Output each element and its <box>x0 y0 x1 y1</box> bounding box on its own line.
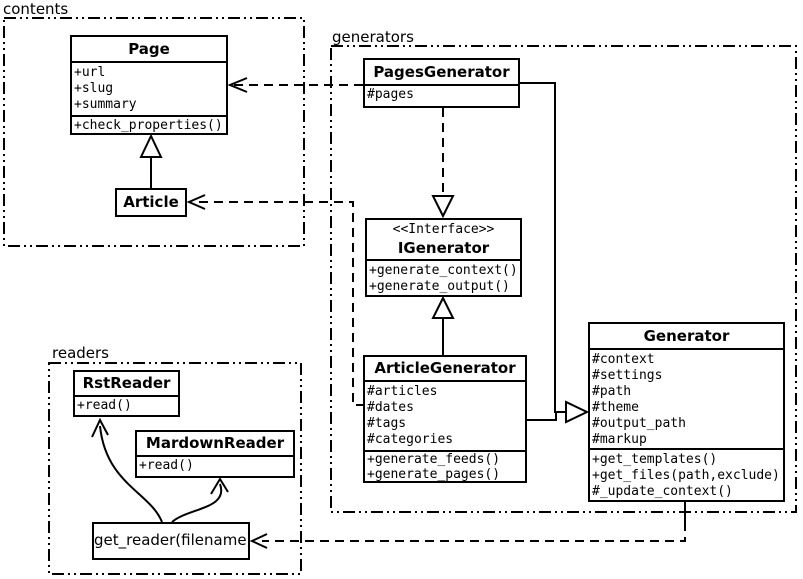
edge-articlegenerator-depends-article <box>186 194 365 406</box>
class-articlegenerator-attributes: #articles #dates #tags #categories <box>365 380 525 450</box>
method: +read() <box>77 398 132 413</box>
method: #_update_context() <box>592 484 733 499</box>
class-rstreader: RstReader +read() <box>73 370 180 417</box>
class-rstreader-methods: +read() <box>75 395 178 415</box>
edge-pagesgenerator-realizes-igenerator <box>431 108 455 219</box>
method: +generate_context() <box>369 263 518 278</box>
class-mardownreader-methods: +read() <box>137 455 293 476</box>
attribute: #settings <box>592 368 663 383</box>
class-igenerator-stereotype: <<Interface>> <box>392 222 495 237</box>
class-articlegenerator: ArticleGenerator #articles #dates #tags … <box>363 355 527 483</box>
attribute: #output_path <box>592 416 686 431</box>
class-generator-attributes: #context #settings #path #theme #output_… <box>590 348 783 448</box>
attribute: +slug <box>74 81 114 96</box>
attribute: +summary <box>74 97 137 112</box>
class-generator: Generator #context #settings #path #them… <box>588 322 785 502</box>
attribute: #context <box>592 352 655 367</box>
contents-package-label: contents <box>1 0 71 18</box>
method: +generate_feeds() <box>367 452 501 467</box>
class-pagesgenerator-title: PagesGenerator <box>373 63 510 81</box>
class-article-title: Article <box>123 193 179 211</box>
class-articlegenerator-title: ArticleGenerator <box>374 359 516 377</box>
method: +generate_output() <box>369 279 510 294</box>
generators-package-label: generators <box>330 28 416 46</box>
class-page-methods: +check_properties() <box>72 115 226 133</box>
attribute: #theme <box>592 400 639 415</box>
class-pagesgenerator: PagesGenerator #pages <box>363 58 520 108</box>
edge-getreader-to-mardownreader <box>171 477 229 523</box>
attribute: #markup <box>592 432 647 447</box>
readers-package-border <box>48 362 302 575</box>
edge-getreader-to-rstreader <box>91 417 163 523</box>
attribute: #categories <box>367 432 454 447</box>
class-mardownreader-title: MardownReader <box>145 434 285 452</box>
class-generator-title: Generator <box>643 327 730 345</box>
function-get-reader: get_reader(filename) <box>92 522 250 560</box>
class-rstreader-title: RstReader <box>82 374 171 392</box>
readers-package-label: readers <box>50 344 111 362</box>
class-generator-methods: +get_templates() +get_files(path,exclude… <box>590 448 783 500</box>
attribute: #tags <box>367 416 407 431</box>
method: +get_templates() <box>592 452 718 467</box>
edge-generator-depends-getreader <box>249 502 686 549</box>
class-pagesgenerator-attributes: #pages <box>365 84 518 106</box>
class-mardownreader: MardownReader +read() <box>135 430 295 478</box>
class-articlegenerator-methods: +generate_feeds() +generate_pages() <box>365 450 525 482</box>
class-igenerator-methods: +generate_context() +generate_output() <box>367 259 520 295</box>
method: +generate_pages() <box>367 467 501 482</box>
contents-package-border <box>3 17 305 247</box>
method: +check_properties() <box>74 118 223 133</box>
class-igenerator-header: <<Interface>> IGenerator <box>367 220 520 259</box>
class-article: Article <box>115 188 187 217</box>
attribute: #path <box>592 384 632 399</box>
generators-package-border <box>330 45 797 513</box>
class-page-attributes: +url +slug +summary <box>72 61 226 115</box>
class-igenerator-title: IGenerator <box>397 239 490 257</box>
class-page-title: Page <box>128 40 170 58</box>
function-get-reader-label: get_reader(filename) <box>94 531 250 549</box>
method: +get_files(path,exclude) <box>592 468 780 483</box>
attribute: #pages <box>367 87 414 102</box>
edge-articlegenerator-realizes-igenerator <box>431 295 455 355</box>
attribute: #articles <box>367 384 438 399</box>
attribute: #dates <box>367 400 414 415</box>
class-igenerator: <<Interface>> IGenerator +generate_conte… <box>365 218 522 297</box>
edge-pagesgenerator-depends-page <box>227 77 363 93</box>
class-page: Page +url +slug +summary +check_properti… <box>70 35 228 135</box>
attribute: +url <box>74 65 106 80</box>
edge-article-extends-page <box>139 133 163 188</box>
method: +read() <box>139 458 194 473</box>
edge-generators-extend-generator <box>520 82 590 424</box>
